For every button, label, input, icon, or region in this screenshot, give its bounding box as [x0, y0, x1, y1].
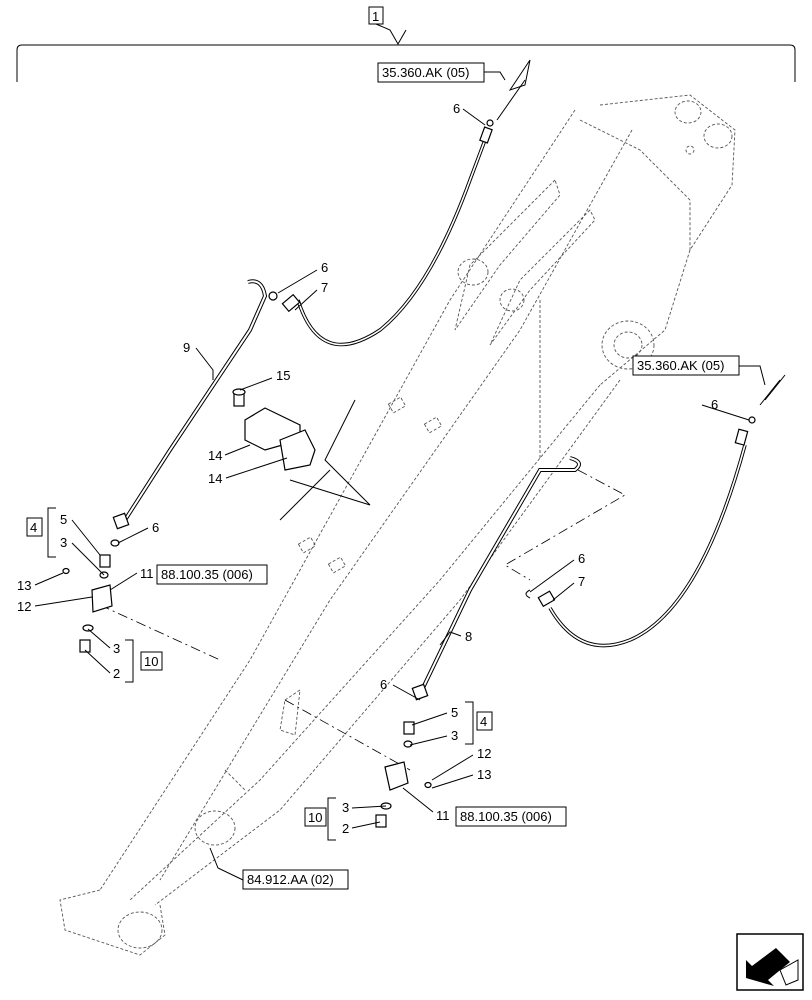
boom — [59, 94, 736, 956]
kit-4-left: 4 — [30, 520, 37, 535]
callout-11-right: 11 — [436, 808, 450, 823]
callout-6-right-hose: 6 — [578, 551, 585, 566]
right-line-assembly — [375, 374, 786, 828]
callout-11-left: 11 — [140, 566, 154, 581]
cross-references[interactable]: 35.360.AK (05) 35.360.AK (05) 88.100.35 … — [156, 62, 766, 890]
callout-7-right-hose: 7 — [578, 574, 585, 589]
callout-13-right: 13 — [477, 767, 491, 782]
kit-10-left: 10 — [144, 654, 158, 669]
callout-3-left: 3 — [60, 535, 67, 550]
callout-3-left-bottom: 3 — [113, 641, 120, 656]
assembly-callout: 1 — [372, 9, 379, 24]
callout-14-clamp-b: 14 — [208, 471, 222, 486]
callout-6-top: 6 — [453, 101, 460, 116]
assembly-bracket: 1 — [16, 6, 796, 82]
callout-5-right: 5 — [451, 705, 458, 720]
center-lines — [99, 469, 626, 771]
ref-35-360-right[interactable]: 35.360.AK (05) — [637, 358, 724, 373]
callout-12-right: 12 — [477, 746, 491, 761]
ref-35-360-top[interactable]: 35.360.AK (05) — [382, 65, 469, 80]
callout-15-bolt: 15 — [276, 368, 290, 383]
callout-6-right: 6 — [380, 677, 387, 692]
callout-9-tube: 9 — [183, 340, 190, 355]
callout-3-right: 3 — [451, 728, 458, 743]
kit-4-right: 4 — [480, 714, 487, 729]
ref-88-100-right[interactable]: 88.100.35 (006) — [460, 809, 552, 824]
callout-2-right: 2 — [342, 821, 349, 836]
ref-88-100-left[interactable]: 88.100.35 (006) — [161, 567, 253, 582]
callout-14-clamp-a: 14 — [208, 448, 222, 463]
next-page-arrow-icon[interactable] — [736, 933, 804, 991]
leader-lines — [34, 108, 750, 881]
callout-12-left: 12 — [17, 599, 31, 614]
callout-6-left: 6 — [152, 520, 159, 535]
callout-2-left: 2 — [113, 666, 120, 681]
callout-6-right-top: 6 — [711, 397, 718, 412]
kit-10-right: 10 — [308, 810, 322, 825]
kit-brackets: 4 10 4 10 — [26, 507, 493, 841]
callout-7-hose-left: 7 — [321, 280, 328, 295]
callout-5-left: 5 — [60, 512, 67, 527]
ref-84-912[interactable]: 84.912.AA (02) — [247, 872, 334, 887]
left-line-assembly — [62, 59, 531, 653]
callout-6-hose-left: 6 — [321, 260, 328, 275]
callouts: 6 6 7 9 15 14 14 5 3 6 13 12 11 3 2 6 6 … — [17, 101, 718, 836]
callout-13-left: 13 — [17, 578, 31, 593]
callout-3-right-bottom: 3 — [342, 800, 349, 815]
callout-8-tube: 8 — [465, 629, 472, 644]
